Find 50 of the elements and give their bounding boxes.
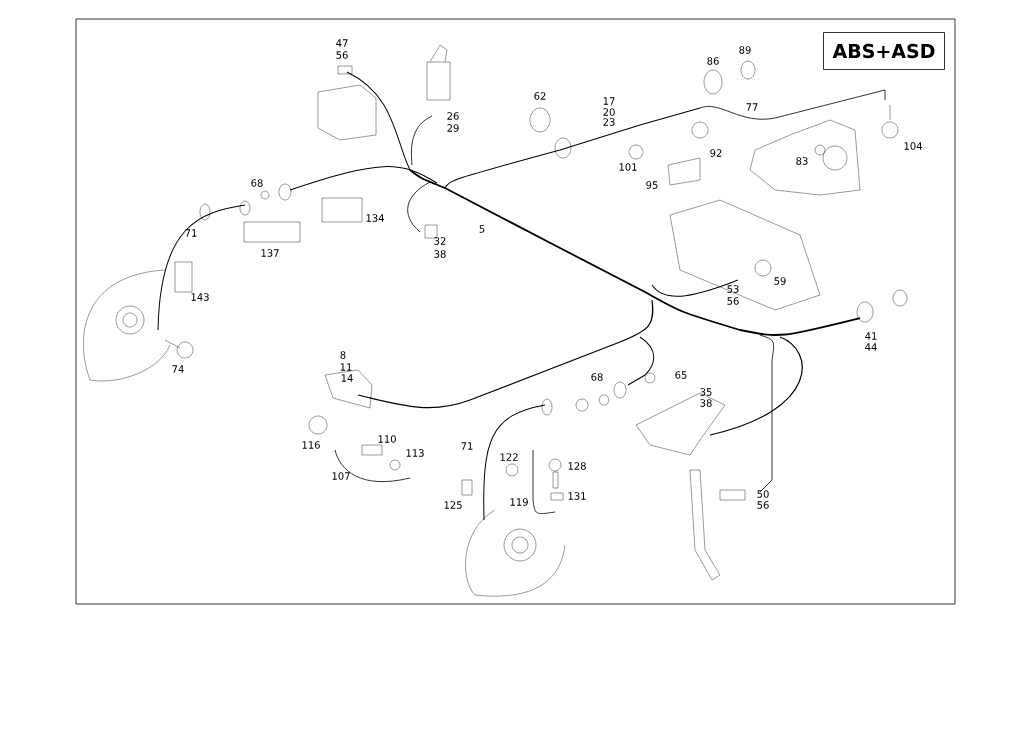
callout-number: 47 xyxy=(336,39,348,47)
callout-number: 38 xyxy=(434,250,446,258)
callout-number: 134 xyxy=(366,214,384,222)
callout-number: 38 xyxy=(700,399,712,407)
callout-number: 17 xyxy=(603,97,615,105)
callout-number: 53 xyxy=(727,285,739,293)
callout-number: 68 xyxy=(591,373,603,381)
callout-number: 26 xyxy=(447,112,459,120)
callout-number: 95 xyxy=(646,181,658,189)
callout-number: 56 xyxy=(727,297,739,305)
callout-number: 131 xyxy=(568,492,586,500)
callout-number: 107 xyxy=(332,472,350,480)
callout-number: 11 xyxy=(340,363,352,371)
callout-number: 116 xyxy=(302,441,320,449)
callout-number: 50 xyxy=(757,490,769,498)
title-box: ABS+ASD xyxy=(823,32,945,70)
callout-number: 110 xyxy=(378,435,396,443)
callout-number: 74 xyxy=(172,365,184,373)
callout-number: 29 xyxy=(447,124,459,132)
callout-number: 62 xyxy=(534,92,546,100)
callout-number: 77 xyxy=(746,103,758,111)
callout-number: 23 xyxy=(603,118,615,126)
callout-number: 92 xyxy=(710,149,722,157)
callout-number: 119 xyxy=(510,498,528,506)
callout-number: 128 xyxy=(568,462,586,470)
callout-number: 8 xyxy=(340,351,346,359)
callout-number: 14 xyxy=(341,374,353,382)
callout-number: 83 xyxy=(796,157,808,165)
callout-number: 71 xyxy=(185,229,197,237)
callout-number: 56 xyxy=(336,51,348,59)
callout-number: 5 xyxy=(479,225,485,233)
callout-number: 59 xyxy=(774,277,786,285)
callout-number: 143 xyxy=(191,293,209,301)
callout-number: 104 xyxy=(904,142,922,150)
callout-number: 113 xyxy=(406,449,424,457)
callout-number: 89 xyxy=(739,46,751,54)
callout-number: 65 xyxy=(675,371,687,379)
callout-number: 71 xyxy=(461,442,473,450)
callout-number: 86 xyxy=(707,57,719,65)
callout-number: 122 xyxy=(500,453,518,461)
callout-number: 20 xyxy=(603,108,615,116)
callout-number: 56 xyxy=(757,501,769,509)
callout-number: 125 xyxy=(444,501,462,509)
callout-number: 35 xyxy=(700,388,712,396)
callout-number: 44 xyxy=(865,343,877,351)
callout-number: 41 xyxy=(865,332,877,340)
callout-number: 137 xyxy=(261,249,279,257)
callout-number: 32 xyxy=(434,237,446,245)
callout-number: 68 xyxy=(251,179,263,187)
callout-number: 101 xyxy=(619,163,637,171)
